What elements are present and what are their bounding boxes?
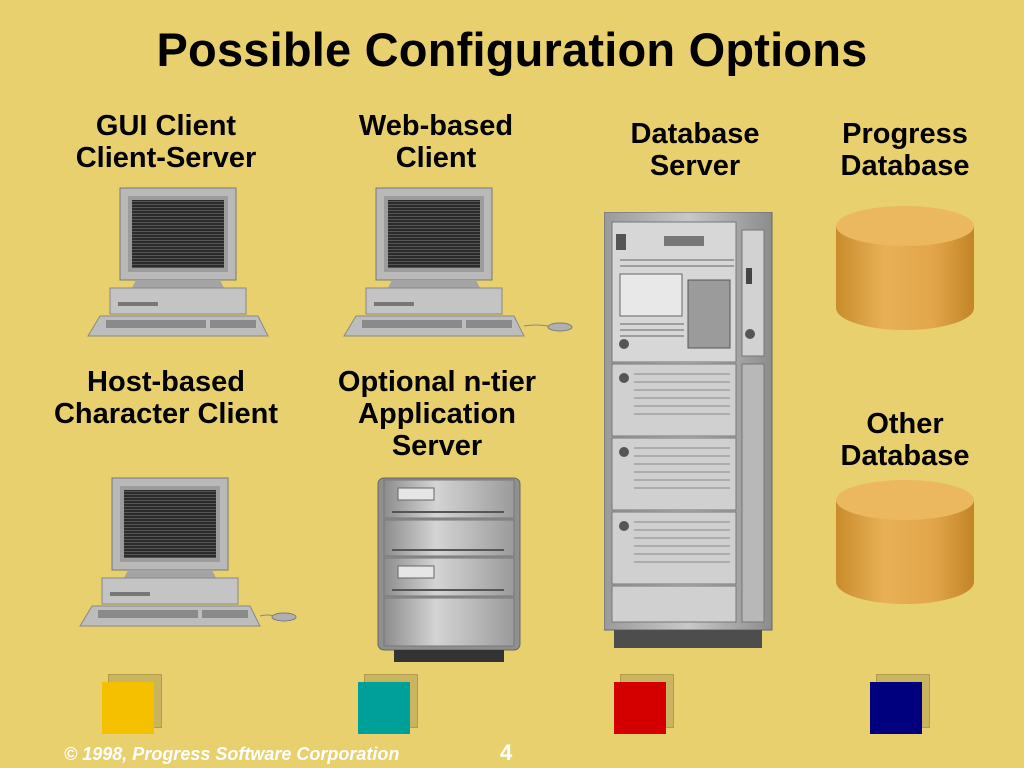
swatch-yellow [102, 674, 162, 736]
label-line: Character Client [53, 398, 278, 430]
label-progress-db: Progress Database [800, 118, 1010, 182]
label-line: Optional n-tier [337, 366, 537, 398]
label-line: GUI Client [95, 110, 237, 142]
label-web-client: Web-based Client [316, 110, 556, 174]
label-line: Server [391, 430, 483, 462]
swatch-teal [358, 674, 418, 736]
label-gui-client: GUI Client Client-Server [46, 110, 286, 174]
desktop-computer-icon [79, 477, 297, 627]
label-app-server: Optional n-tier Application Server [306, 366, 568, 462]
label-line: Application [358, 398, 516, 430]
server-rack-icon [604, 212, 773, 648]
swatch-fill [358, 682, 410, 734]
footer-copyright: © 1998, Progress Software Corporation [64, 744, 400, 764]
label-line: Client [395, 142, 477, 174]
label-line: Client-Server [75, 142, 257, 174]
swatch-fill [614, 682, 666, 734]
swatch-fill [102, 682, 154, 734]
slide-title: Possible Configuration Options [156, 23, 868, 76]
label-line: Server [649, 150, 741, 182]
label-line: Progress [842, 118, 968, 150]
swatch-navy [870, 674, 930, 736]
page-number: 4 [500, 740, 513, 765]
label-other-db: Other Database [800, 408, 1010, 472]
rack-drive-bays [611, 363, 737, 623]
label-line: Web-based [358, 110, 514, 142]
label-line: Other [866, 408, 944, 440]
database-cylinder-icon [836, 206, 974, 330]
database-cylinder-icon [836, 480, 974, 604]
label-line: Host-based [87, 366, 245, 398]
label-host-client: Host-based Character Client [30, 366, 302, 430]
swatch-red [614, 674, 674, 736]
desktop-computer-icon [343, 187, 573, 337]
label-line: Database [840, 440, 970, 472]
swatch-fill [870, 682, 922, 734]
label-db-server: Database Server [590, 118, 800, 182]
server-stack-icon [377, 477, 521, 662]
desktop-computer-icon [87, 187, 269, 337]
label-line: Database [840, 150, 970, 182]
label-line: Database [630, 118, 760, 150]
